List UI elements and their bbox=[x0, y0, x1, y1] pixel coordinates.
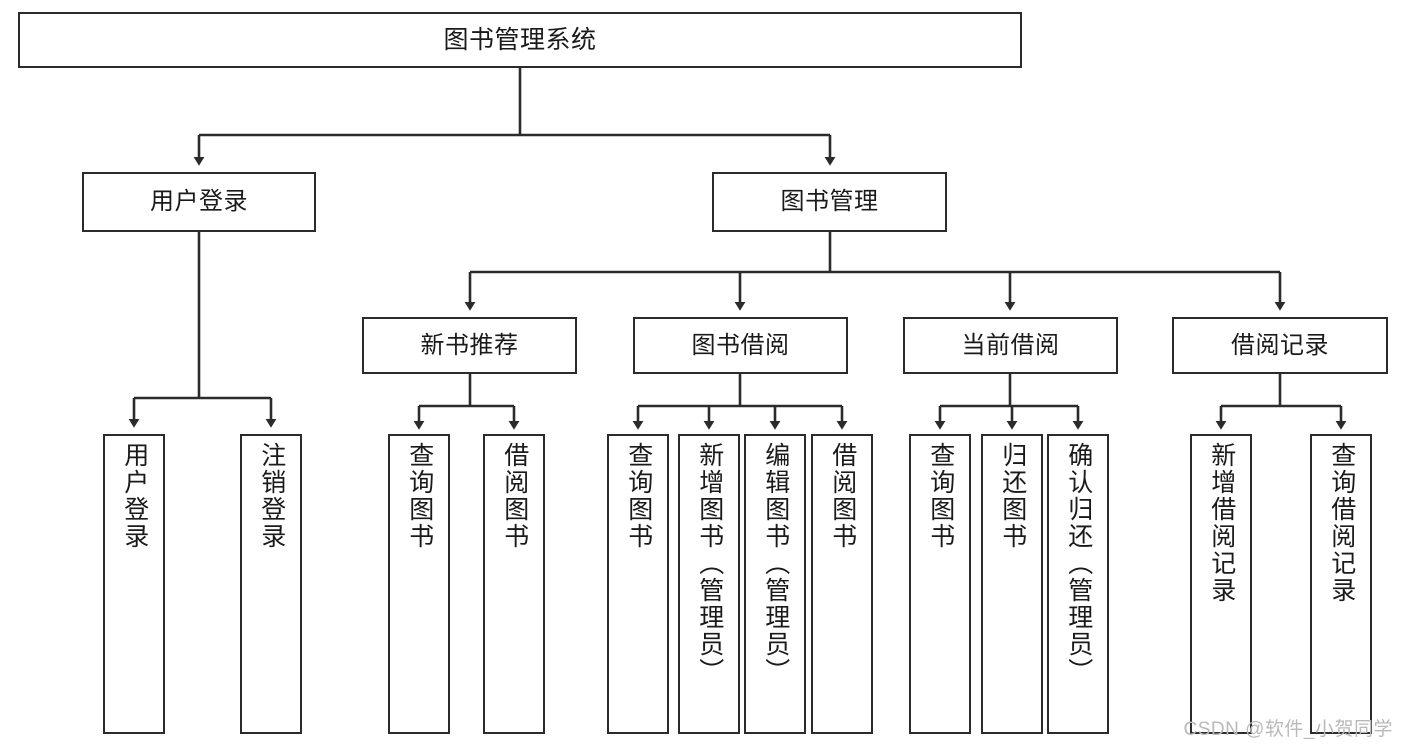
node-label: 查询图书 bbox=[405, 442, 434, 550]
node-label: 新增图书（管理员） bbox=[695, 442, 724, 685]
node-label: 用户登录 bbox=[120, 442, 149, 550]
node-label: 归还图书 bbox=[998, 442, 1027, 550]
node-label: 确认归还（管理员） bbox=[1064, 442, 1093, 685]
node-label: 借阅图书 bbox=[828, 442, 857, 550]
leaf-borrow-book-recommend[interactable]: 借阅图书 bbox=[483, 434, 545, 734]
leaf-query-book[interactable]: 查询图书 bbox=[607, 434, 669, 734]
node-label: 用户登录 bbox=[150, 188, 248, 215]
node-label: 查询图书 bbox=[624, 442, 653, 550]
node-book-management[interactable]: 图书管理 bbox=[712, 172, 947, 232]
leaf-confirm-return-admin[interactable]: 确认归还（管理员） bbox=[1047, 434, 1109, 734]
node-borrow-record[interactable]: 借阅记录 bbox=[1172, 317, 1388, 374]
node-new-book-recommend[interactable]: 新书推荐 bbox=[362, 317, 577, 374]
node-label: 新增借阅记录 bbox=[1207, 442, 1236, 604]
node-label: 借阅图书 bbox=[500, 442, 529, 550]
node-label: 图书管理 bbox=[780, 188, 879, 215]
node-label: 新书推荐 bbox=[420, 331, 519, 359]
leaf-add-book-admin[interactable]: 新增图书（管理员） bbox=[678, 434, 740, 734]
node-user-login[interactable]: 用户登录 bbox=[82, 172, 316, 232]
leaf-borrow-book[interactable]: 借阅图书 bbox=[811, 434, 873, 734]
leaf-query-book-recommend[interactable]: 查询图书 bbox=[388, 434, 450, 734]
leaf-edit-book-admin[interactable]: 编辑图书（管理员） bbox=[744, 434, 806, 734]
leaf-user-login[interactable]: 用户登录 bbox=[103, 434, 165, 734]
leaf-add-borrow-record[interactable]: 新增借阅记录 bbox=[1190, 434, 1252, 734]
node-label: 图书借阅 bbox=[691, 331, 790, 359]
node-book-borrow[interactable]: 图书借阅 bbox=[633, 317, 848, 374]
node-label: 图书管理系统 bbox=[443, 25, 597, 54]
node-root-system[interactable]: 图书管理系统 bbox=[18, 12, 1022, 68]
node-label: 当前借阅 bbox=[961, 331, 1060, 359]
csdn-watermark: CSDN @软件_小贺同学 bbox=[1183, 719, 1393, 740]
node-label: 查询借阅记录 bbox=[1327, 442, 1356, 604]
node-label: 注销登录 bbox=[257, 442, 286, 550]
leaf-logout[interactable]: 注销登录 bbox=[240, 434, 302, 734]
node-label: 借阅记录 bbox=[1231, 331, 1329, 359]
leaf-query-book-current[interactable]: 查询图书 bbox=[909, 434, 971, 734]
node-current-borrow[interactable]: 当前借阅 bbox=[903, 317, 1118, 374]
leaf-return-book[interactable]: 归还图书 bbox=[981, 434, 1043, 734]
leaf-query-borrow-record[interactable]: 查询借阅记录 bbox=[1310, 434, 1372, 734]
node-label: 查询图书 bbox=[926, 442, 955, 550]
node-label: 编辑图书（管理员） bbox=[761, 442, 790, 685]
